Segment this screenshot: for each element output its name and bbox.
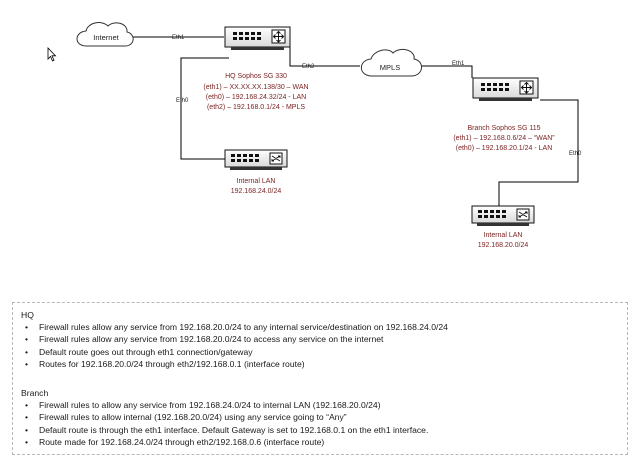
hq-line: (eth2) – 192.168.0.1/24 - MPLS [207, 104, 305, 111]
hq-section-title: HQ [21, 310, 34, 320]
mpls-label: MPLS [380, 63, 400, 72]
switch-icon [516, 208, 530, 221]
cloud-icon [360, 48, 422, 77]
internet-cloud: Internet [76, 22, 134, 47]
link-mpls-branch [422, 65, 473, 78]
branch-lan-subnet: 192.168.20.0/24 [478, 242, 529, 249]
list-item: Routes for 192.168.20.0/24 through eth2/… [25, 358, 619, 370]
notes-panel: HQ Firewall rules allow any service from… [12, 302, 628, 455]
branch-device-label: Branch Sophos SG 115 (eth1) – 192.168.0.… [453, 125, 555, 152]
branch-rules-list: Firewall rules to allow any service from… [21, 399, 619, 448]
link-branch-lan [498, 99, 579, 207]
port-label-hq-eth1: Eth1 [172, 35, 185, 41]
hq-lan-subnet: 192.168.24.0/24 [231, 188, 282, 195]
branch-line: (eth1) – 192.168.0.6/24 – “WAN” [453, 135, 555, 142]
branch-lan-switch [471, 205, 535, 226]
list-item: Default route is through the eth1 interf… [25, 424, 619, 436]
link-hq-lan [180, 57, 229, 160]
list-item: Default route goes out through eth1 conn… [25, 346, 619, 358]
list-item: Firewall rules allow any service from 19… [25, 321, 619, 333]
branch-title: Branch Sophos SG 115 [467, 125, 540, 132]
port-label-hq-eth0: Eth0 [176, 98, 189, 104]
section-spacer [21, 370, 619, 387]
network-diagram: Internet MPLS [47, 22, 582, 249]
firewall-icon [519, 80, 534, 95]
list-item: Firewall rules to allow any service from… [25, 399, 619, 411]
list-item: Firewall rules to allow internal (192.16… [25, 411, 619, 423]
cloud-icon [76, 22, 134, 47]
link-hq-mpls [289, 47, 360, 67]
branch-section-title: Branch [21, 388, 49, 399]
port-label-hq-eth2: Eth2 [302, 64, 315, 70]
hq-lan-switch [224, 149, 288, 170]
hq-lan-title: Internal LAN [237, 178, 276, 185]
hq-rules-list: Firewall rules allow any service from 19… [21, 321, 619, 370]
list-item: Route made for 192.168.24.0/24 through e… [25, 436, 619, 448]
mpls-cloud: MPLS [360, 48, 422, 77]
port-label-branch-eth0: Eth0 [569, 151, 582, 157]
internet-label: Internet [93, 33, 119, 42]
branch-line: (eth0) – 192.168.20.1/24 - LAN [456, 145, 553, 152]
hq-device-label: HQ Sophos SG 330 (eth1) – XX.XX.XX.138/3… [203, 73, 308, 111]
hq-line: (eth0) – 192.168.24.32/24 - LAN [206, 94, 306, 101]
port-label-branch-eth1: Eth1 [452, 61, 465, 67]
connection-lines [129, 36, 579, 207]
switch-icon [269, 152, 283, 165]
branch-firewall [472, 77, 539, 101]
hq-title: HQ Sophos SG 330 [225, 73, 287, 80]
cursor-icon [47, 47, 57, 62]
branch-lan-title: Internal LAN [484, 232, 523, 239]
list-item: Firewall rules allow any service from 19… [25, 333, 619, 345]
hq-line: (eth1) – XX.XX.XX.138/30 – WAN [203, 84, 308, 91]
firewall-icon [271, 29, 286, 44]
hq-firewall [224, 26, 291, 50]
